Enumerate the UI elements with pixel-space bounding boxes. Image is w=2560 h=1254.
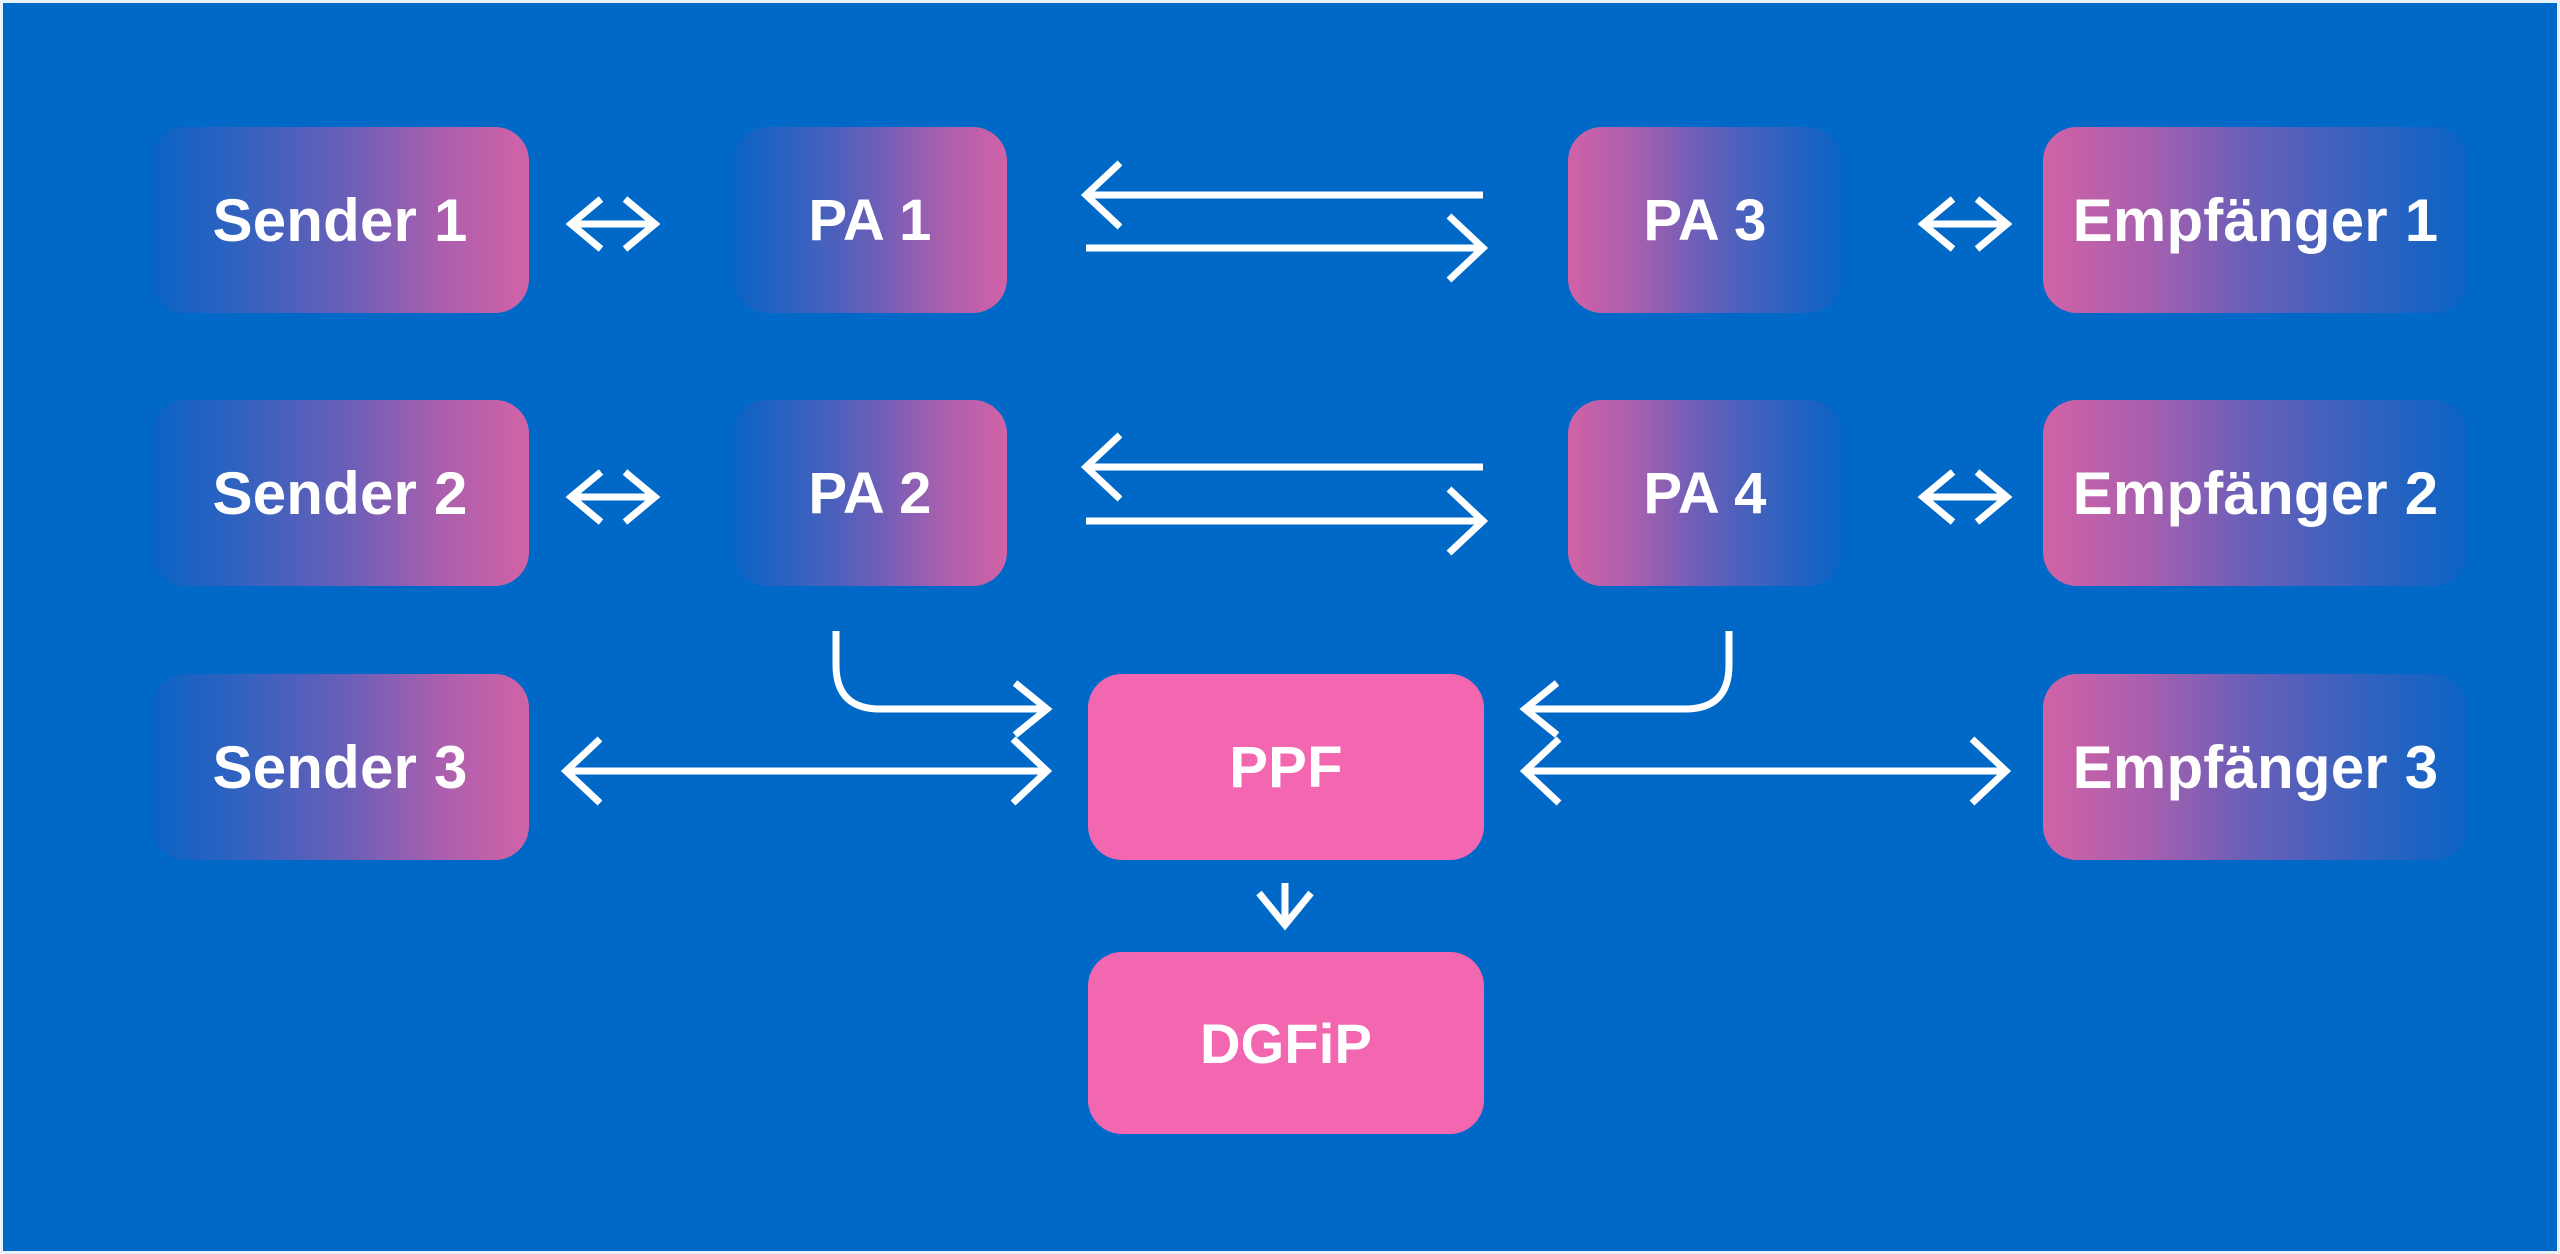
node-empfaenger-3[interactable]: Empfänger 3 bbox=[2043, 674, 2468, 860]
connector-sender1-pa1-icon bbox=[565, 196, 661, 252]
connector-pa3-to-pa1-icon bbox=[1080, 160, 1483, 230]
node-empfaenger-2[interactable]: Empfänger 2 bbox=[2043, 400, 2468, 586]
node-sender-2-label: Sender 2 bbox=[212, 459, 468, 527]
node-sender-1[interactable]: Sender 1 bbox=[151, 127, 529, 313]
node-pa-4-label: PA 4 bbox=[1643, 460, 1767, 526]
node-ppf-label: PPF bbox=[1229, 734, 1343, 800]
connector-pa4-empfaenger2-icon bbox=[1917, 469, 2013, 525]
connector-ppf-to-dgfip-icon bbox=[1256, 883, 1314, 931]
connector-pa1-to-pa3-icon bbox=[1086, 213, 1489, 283]
node-dgfip[interactable]: DGFiP bbox=[1088, 952, 1484, 1134]
node-dgfip-label: DGFiP bbox=[1199, 1011, 1373, 1075]
node-pa-3[interactable]: PA 3 bbox=[1568, 127, 1842, 313]
node-empfaenger-3-label: Empfänger 3 bbox=[2072, 733, 2439, 801]
node-empfaenger-2-label: Empfänger 2 bbox=[2072, 459, 2439, 527]
node-empfaenger-1-label: Empfänger 1 bbox=[2072, 186, 2439, 254]
node-sender-2[interactable]: Sender 2 bbox=[151, 400, 529, 586]
node-sender-3-label: Sender 3 bbox=[212, 733, 468, 801]
connector-ppf-empfaenger3-icon bbox=[1519, 736, 2012, 806]
connector-pa4-to-ppf-icon bbox=[1519, 631, 1733, 738]
node-pa-1[interactable]: PA 1 bbox=[733, 127, 1007, 313]
node-ppf[interactable]: PPF bbox=[1088, 674, 1484, 860]
node-pa-2[interactable]: PA 2 bbox=[733, 400, 1007, 586]
connector-sender3-ppf-icon bbox=[560, 736, 1053, 806]
connector-pa2-to-pa4-icon bbox=[1086, 486, 1489, 556]
node-sender-1-label: Sender 1 bbox=[212, 186, 468, 254]
node-pa-3-label: PA 3 bbox=[1643, 187, 1767, 253]
node-pa-4[interactable]: PA 4 bbox=[1568, 400, 1842, 586]
node-pa-2-label: PA 2 bbox=[808, 460, 932, 526]
connector-pa2-to-ppf-icon bbox=[832, 631, 1053, 738]
connector-pa3-empfaenger1-icon bbox=[1917, 196, 2013, 252]
node-sender-3[interactable]: Sender 3 bbox=[151, 674, 529, 860]
node-pa-1-label: PA 1 bbox=[808, 187, 932, 253]
connector-sender2-pa2-icon bbox=[565, 469, 661, 525]
node-empfaenger-1[interactable]: Empfänger 1 bbox=[2043, 127, 2468, 313]
connector-pa4-to-pa2-icon bbox=[1080, 432, 1483, 502]
